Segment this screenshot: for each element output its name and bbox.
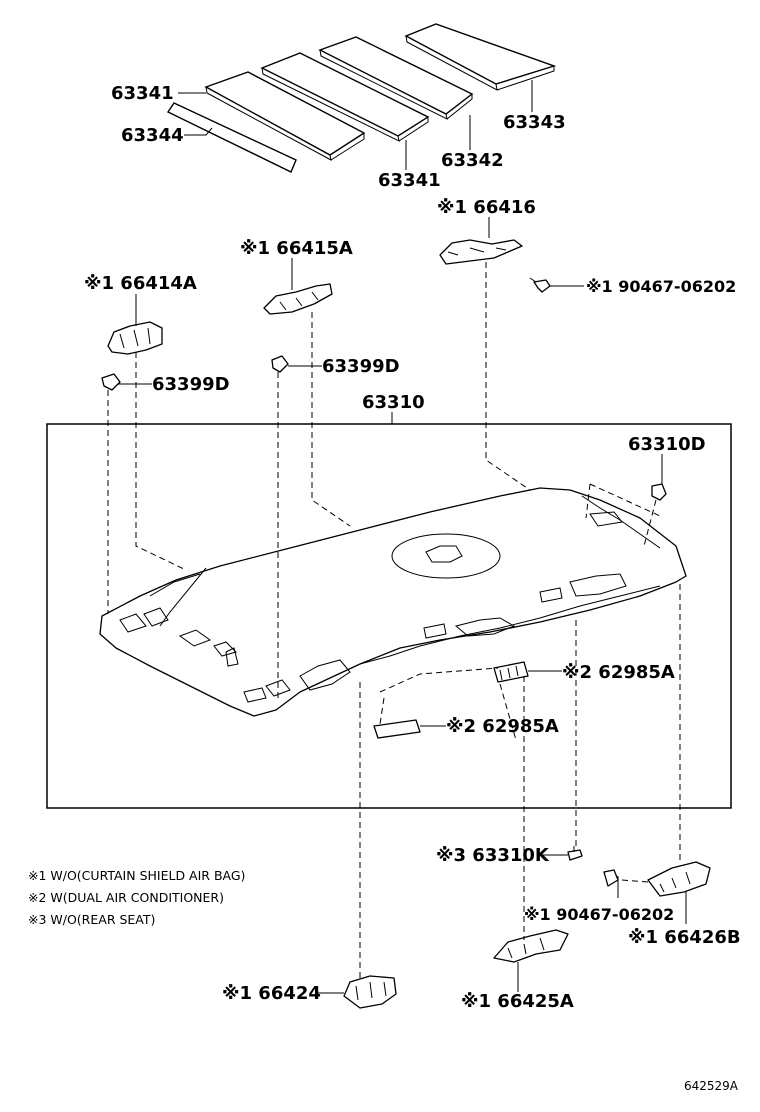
label-63341-left: 63341	[111, 83, 174, 104]
label-66425A: ※1 66425A	[461, 991, 574, 1012]
label-62985A-left: ※2 62985A	[446, 716, 559, 737]
note-1: ※1 W/O(CURTAIN SHIELD AIR BAG)	[28, 868, 245, 883]
pad-63344	[166, 102, 297, 173]
leader-lines	[118, 80, 687, 994]
label-63310: 63310	[362, 392, 425, 413]
headliner-63310	[99, 487, 687, 717]
label-63342: 63342	[441, 150, 504, 171]
note-3: ※3 W/O(REAR SEAT)	[28, 912, 155, 927]
pad-63341-left	[204, 71, 366, 161]
retainer-62985A-right	[493, 661, 529, 683]
headliner-frame	[46, 423, 732, 809]
label-63343: 63343	[503, 112, 566, 133]
bracket-66416	[439, 239, 523, 265]
clip-90467-top	[529, 277, 551, 293]
bracket-66414A	[107, 321, 163, 355]
bracket-66425A	[493, 929, 569, 963]
clip-90467-bottom	[603, 869, 619, 887]
label-66416: ※1 66416	[437, 197, 536, 218]
bracket-66415A	[263, 283, 333, 315]
bracket-66424	[343, 975, 397, 1009]
label-63341-bottom: 63341	[378, 170, 441, 191]
pad-63342	[318, 36, 474, 120]
diagram-id: 642529A	[684, 1079, 739, 1093]
label-63399D-right: 63399D	[322, 356, 400, 377]
label-66426B: ※1 66426B	[628, 927, 741, 948]
label-90467-top: ※1 90467-06202	[586, 277, 736, 296]
label-66414A: ※1 66414A	[84, 273, 197, 294]
clip-63310D	[651, 483, 667, 501]
label-63310D: 63310D	[628, 434, 706, 455]
label-90467-bottom: ※1 90467-06202	[524, 905, 674, 924]
clip-63310K	[567, 846, 583, 861]
pad-63343	[404, 23, 557, 91]
label-62985A-right: ※2 62985A	[562, 662, 675, 683]
note-2: ※2 W(DUAL AIR CONDITIONER)	[28, 890, 224, 905]
label-63344: 63344	[121, 125, 184, 146]
clip-63399D-right	[271, 355, 289, 373]
clip-63399D-left	[101, 373, 121, 391]
retainer-62985A-left	[373, 719, 421, 739]
label-63310K: ※3 63310K	[436, 845, 550, 866]
pad-63341-mid	[260, 52, 430, 142]
dashed-lines	[107, 262, 681, 980]
bracket-66426B	[647, 861, 711, 897]
label-66424: ※1 66424	[222, 983, 321, 1004]
label-66415A: ※1 66415A	[240, 238, 353, 259]
label-63399D-left: 63399D	[152, 374, 230, 395]
